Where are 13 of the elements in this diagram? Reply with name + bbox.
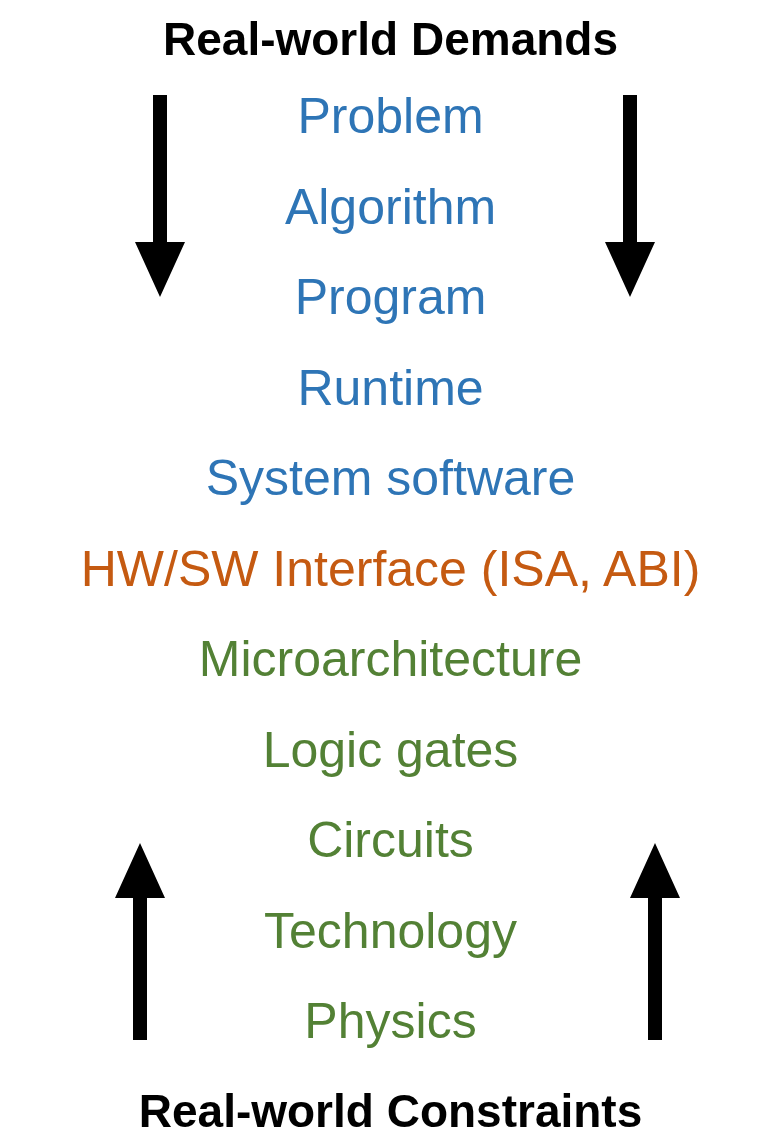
layer-label: Circuits (307, 815, 474, 865)
layer-label: Technology (264, 905, 517, 956)
layer-label: Problem (297, 91, 484, 141)
layer-label: Logic gates (262, 724, 519, 775)
layer-label: System software (205, 453, 576, 503)
title: Real-world Demands (163, 16, 618, 62)
layer-label: Microarchitecture (198, 634, 583, 684)
layer-label: Physics (304, 996, 477, 1046)
caption: Real-world Constraints (138, 1088, 643, 1134)
layer-label: Runtime (297, 362, 484, 413)
layer-label: HW/SW Interface (ISA, ABI) (80, 543, 701, 594)
layer-label: Program (294, 272, 487, 322)
layer-label: Algorithm (284, 181, 497, 232)
